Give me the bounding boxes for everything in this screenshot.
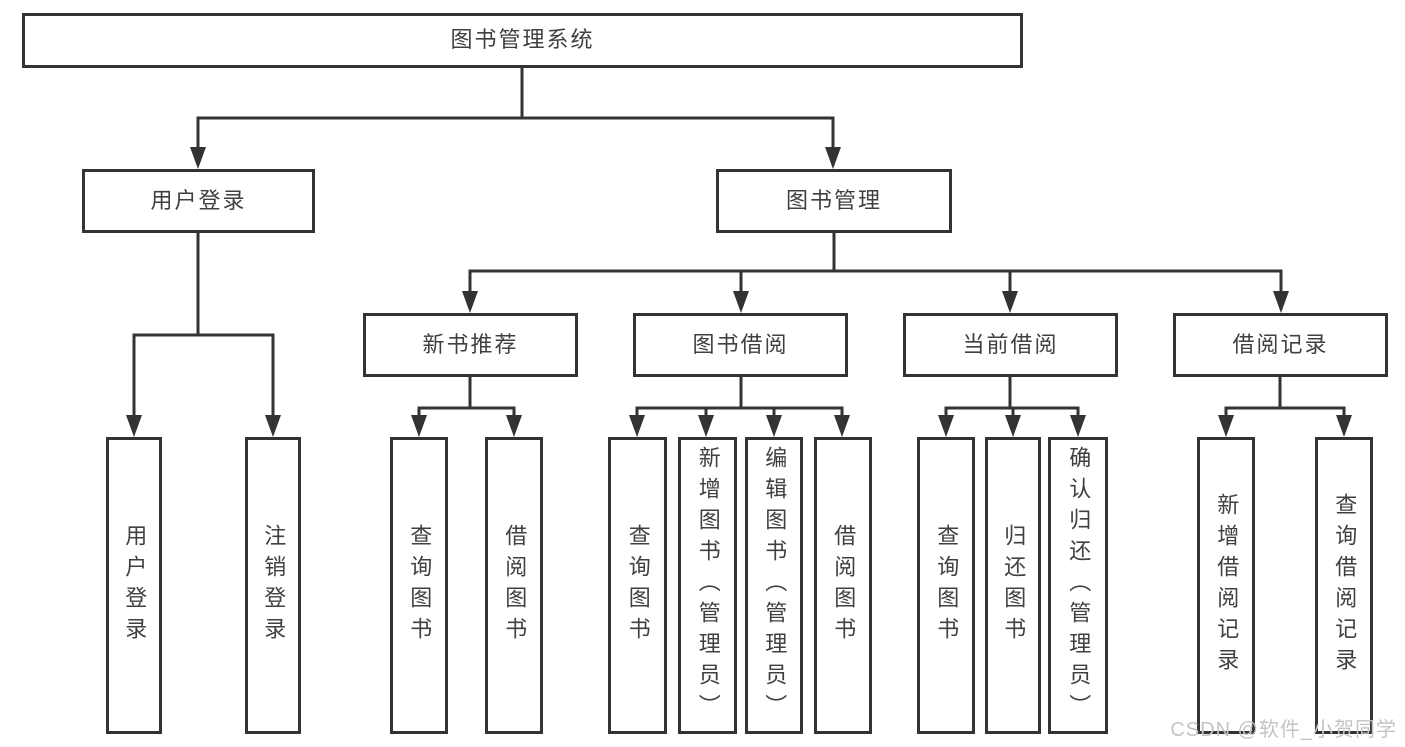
leaf-return-books: 归还图书 xyxy=(985,437,1041,734)
leaf-user-login: 用户登录 xyxy=(106,437,162,734)
node-book-management: 图书管理 xyxy=(716,169,952,233)
leaf-query-books-3: 查询图书 xyxy=(917,437,975,734)
leaf-edit-books-admin: 编辑图书（管理员） xyxy=(745,437,803,734)
leaf-borrow-books-2: 借阅图书 xyxy=(814,437,872,734)
node-new-book-recommend: 新书推荐 xyxy=(363,313,578,377)
node-borrowing-records: 借阅记录 xyxy=(1173,313,1388,377)
leaf-borrow-books-1: 借阅图书 xyxy=(485,437,543,734)
node-root: 图书管理系统 xyxy=(22,13,1023,68)
leaf-add-books-admin: 新增图书（管理员） xyxy=(678,437,737,734)
leaf-query-books-2: 查询图书 xyxy=(608,437,667,734)
watermark-text: CSDN @软件_小贺同学 xyxy=(1170,719,1397,741)
leaf-query-borrow-record: 查询借阅记录 xyxy=(1315,437,1373,734)
leaf-query-books-1: 查询图书 xyxy=(390,437,448,734)
leaf-confirm-return-admin: 确认归还（管理员） xyxy=(1048,437,1108,734)
leaf-logout: 注销登录 xyxy=(245,437,301,734)
node-current-borrowing: 当前借阅 xyxy=(903,313,1118,377)
leaf-add-borrow-record: 新增借阅记录 xyxy=(1197,437,1255,734)
node-book-borrowing: 图书借阅 xyxy=(633,313,848,377)
node-user-login: 用户登录 xyxy=(82,169,315,233)
